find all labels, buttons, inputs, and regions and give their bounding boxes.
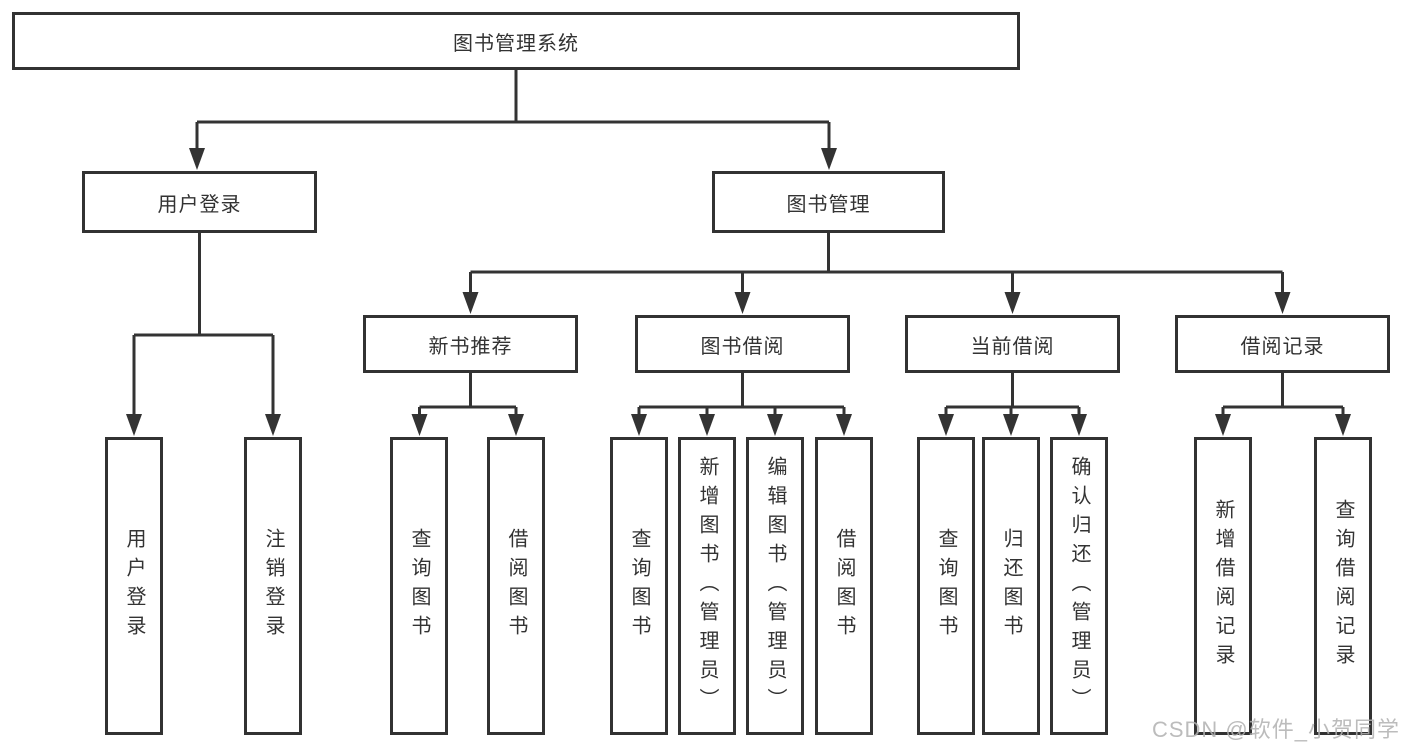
node-new-book-recommendation-label: 新书推荐	[428, 335, 513, 358]
leaf-nbr-query-books-label: 查询图书	[408, 528, 430, 644]
leaf-user-login: 用户登录	[105, 437, 163, 735]
leaf-bb-edit-book-admin: 编辑图书（管理员）	[746, 437, 804, 735]
node-borrowing-records: 借阅记录	[1175, 315, 1390, 373]
leaf-bb-query-books: 查询图书	[610, 437, 668, 735]
node-new-book-recommendation: 新书推荐	[363, 315, 578, 373]
leaf-bb-borrow-books-label: 借阅图书	[833, 528, 855, 644]
node-book-borrowing: 图书借阅	[635, 315, 850, 373]
node-book-management: 图书管理	[712, 171, 945, 233]
leaf-user-login-label: 用户登录	[123, 528, 145, 644]
leaf-bb-add-book-admin-label: 新增图书（管理员）	[696, 455, 718, 717]
leaf-cb-query-books-label: 查询图书	[935, 528, 957, 644]
node-current-borrowing: 当前借阅	[905, 315, 1120, 373]
node-root-label: 图书管理系统	[453, 32, 579, 55]
leaf-cb-confirm-return-admin: 确认归还（管理员）	[1050, 437, 1108, 735]
node-current-borrowing-label: 当前借阅	[970, 335, 1055, 358]
watermark: CSDN @软件_小贺同学	[1151, 717, 1400, 742]
node-root: 图书管理系统	[12, 12, 1020, 70]
node-borrowing-records-label: 借阅记录	[1240, 335, 1325, 358]
leaf-br-query-record: 查询借阅记录	[1314, 437, 1372, 735]
leaf-br-add-record: 新增借阅记录	[1194, 437, 1252, 735]
leaf-nbr-borrow-books-label: 借阅图书	[505, 528, 527, 644]
leaf-logout: 注销登录	[244, 437, 302, 735]
leaf-cb-return-books-label: 归还图书	[1000, 528, 1022, 644]
leaf-bb-edit-book-admin-label: 编辑图书（管理员）	[764, 455, 786, 717]
leaf-bb-query-books-label: 查询图书	[628, 528, 650, 644]
node-book-management-label: 图书管理	[786, 193, 871, 216]
leaf-nbr-query-books: 查询图书	[390, 437, 448, 735]
leaf-br-query-record-label: 查询借阅记录	[1332, 499, 1354, 673]
leaf-cb-confirm-return-admin-label: 确认归还（管理员）	[1068, 455, 1090, 717]
leaf-logout-label: 注销登录	[262, 528, 284, 644]
leaf-bb-add-book-admin: 新增图书（管理员）	[678, 437, 736, 735]
leaf-nbr-borrow-books: 借阅图书	[487, 437, 545, 735]
leaf-br-add-record-label: 新增借阅记录	[1212, 499, 1234, 673]
leaf-cb-return-books: 归还图书	[982, 437, 1040, 735]
node-user-login-label: 用户登录	[157, 193, 242, 216]
node-book-borrowing-label: 图书借阅	[700, 335, 785, 358]
leaf-cb-query-books: 查询图书	[917, 437, 975, 735]
node-user-login: 用户登录	[82, 171, 317, 233]
leaf-bb-borrow-books: 借阅图书	[815, 437, 873, 735]
